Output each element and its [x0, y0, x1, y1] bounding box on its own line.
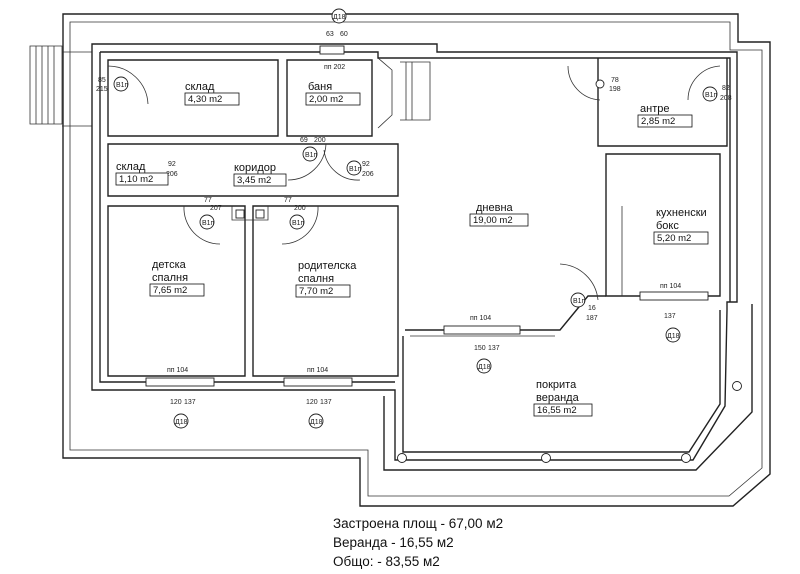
dim-137-living: 137 [488, 345, 500, 352]
room-label-storage-top: склад 4,30 m2 [184, 81, 240, 106]
room-name: склад [185, 81, 215, 93]
dim-207: 207 [210, 205, 222, 212]
room-label-living: дневна 19,00 m2 [469, 202, 529, 227]
window-tag-kids: пп 104 [167, 367, 188, 374]
dim-206-corridor: 206 [362, 171, 374, 178]
door-tag-veranda: В1п [573, 298, 586, 305]
room-name: коридор [234, 162, 276, 174]
room-name-line-2: веранда [536, 392, 580, 404]
room-label-corridor: коридор 3,45 m2 [233, 162, 287, 187]
room-label-kids: детска спалня 7,65 m2 [149, 259, 205, 297]
window-tag-bath: пп 202 [324, 64, 345, 71]
room-area: 7,65 m2 [153, 285, 187, 296]
dim-215: 215 [96, 86, 108, 93]
room-name: баня [308, 81, 332, 93]
marker-d18-kitchen: Д18 [667, 333, 680, 340]
dim-16: 16 [588, 305, 596, 312]
room-name-line-2: спалня [298, 273, 334, 285]
dim-200-parents: 200 [294, 205, 306, 212]
dim-187: 187 [586, 315, 598, 322]
inner-boundary [69, 21, 763, 497]
window-tag-kitchen: пп 104 [660, 283, 681, 290]
door-tag-storage: В1п [116, 82, 129, 89]
room-area: 3,45 m2 [237, 175, 271, 186]
area-summary: Застроена площ - 67,00 м2 Веранда - 16,5… [333, 514, 503, 571]
dim-60: 60 [340, 31, 348, 38]
dim-120-kids: 120 [170, 399, 182, 406]
marker-d18-top: Д18 [333, 14, 346, 21]
room-name-line-2: спалня [152, 272, 188, 284]
room-label-parents: родителска спалня 7,70 m2 [295, 260, 357, 298]
building-outer-wall [91, 43, 738, 461]
dim-92-storage: 92 [168, 161, 176, 168]
door-tag-entry: В1п [705, 92, 718, 99]
dim-206-storage: 206 [166, 171, 178, 178]
summary-total: Общо: - 83,55 м2 [333, 554, 440, 569]
dim-85: 85 [98, 77, 106, 84]
dim-82: 82 [722, 85, 730, 92]
room-name-line-2: бокс [656, 220, 679, 232]
room-label-veranda: покрита веранда 16,55 m2 [533, 379, 593, 417]
window-tag-parents: пп 104 [307, 367, 328, 374]
door-tag-corridor: В1п [349, 166, 362, 173]
partitions [107, 57, 728, 377]
dim-63: 63 [326, 31, 334, 38]
dim-77-parents: 77 [284, 197, 292, 204]
room-label-bath: баня 2,00 m2 [305, 81, 361, 106]
room-name-line-1: родителска [298, 260, 357, 272]
door-tag-parents: В1п [292, 220, 305, 227]
room-area: 4,30 m2 [188, 94, 222, 105]
dim-137-kids: 137 [184, 399, 196, 406]
room-name: дневна [476, 202, 514, 214]
room-area: 2,85 m2 [641, 116, 675, 127]
dim-120-parents: 120 [306, 399, 318, 406]
dim-137-parents: 137 [320, 399, 332, 406]
room-name-line-1: покрита [536, 379, 577, 391]
marker-d18-kids: Д18 [175, 419, 188, 426]
room-label-entry: антре 2,85 m2 [637, 103, 693, 128]
room-name-line-1: кухненски [656, 207, 707, 219]
windows [145, 45, 709, 387]
outer-boundary [62, 13, 771, 507]
room-area: 5,20 m2 [657, 233, 691, 244]
door-tag-kids: В1п [202, 220, 215, 227]
building-inner-wall [99, 51, 731, 453]
dim-200-bath: 200 [314, 137, 326, 144]
dim-150: 150 [474, 345, 486, 352]
room-name-line-1: детска [152, 259, 187, 271]
room-area: 1,10 m2 [119, 174, 153, 185]
room-area: 19,00 m2 [473, 215, 513, 226]
marker-d18-parents: Д18 [310, 419, 323, 426]
dimension-notes: 63 60 85 215 78 198 82 208 69 200 92 206… [96, 31, 732, 406]
dim-137-kitchen: 137 [664, 313, 676, 320]
dim-77-kids: 77 [204, 197, 212, 204]
room-label-kitchen: кухненски бокс 5,20 m2 [653, 207, 709, 245]
room-label-storage-small: склад 1,10 m2 [115, 161, 169, 186]
dim-198: 198 [609, 86, 621, 93]
room-name: антре [640, 103, 669, 115]
veranda [383, 79, 753, 471]
room-area: 7,70 m2 [299, 286, 333, 297]
dim-208: 208 [720, 95, 732, 102]
window-tag-living: пп 104 [470, 315, 491, 322]
door-tags: В1п В1п В1п В1п В1п В1п В1п пп 202 пп 10… [113, 64, 718, 374]
room-area: 2,00 m2 [309, 94, 343, 105]
dim-78: 78 [611, 77, 619, 84]
dim-69: 69 [300, 137, 308, 144]
dim-92-corridor: 92 [362, 161, 370, 168]
door-tag-bath: В1п [305, 152, 318, 159]
door-swings [107, 65, 721, 301]
summary-built-area: Застроена площ - 67,00 м2 [333, 516, 504, 531]
room-name: склад [116, 161, 146, 173]
marker-d18-living: Д18 [478, 364, 491, 371]
stair-left [29, 45, 93, 127]
room-area: 16,55 m2 [537, 405, 577, 416]
summary-veranda: Веранда - 16,55 м2 [333, 535, 454, 550]
section-markers: Д18 Д18 Д18 Д18 Д18 [173, 8, 681, 429]
